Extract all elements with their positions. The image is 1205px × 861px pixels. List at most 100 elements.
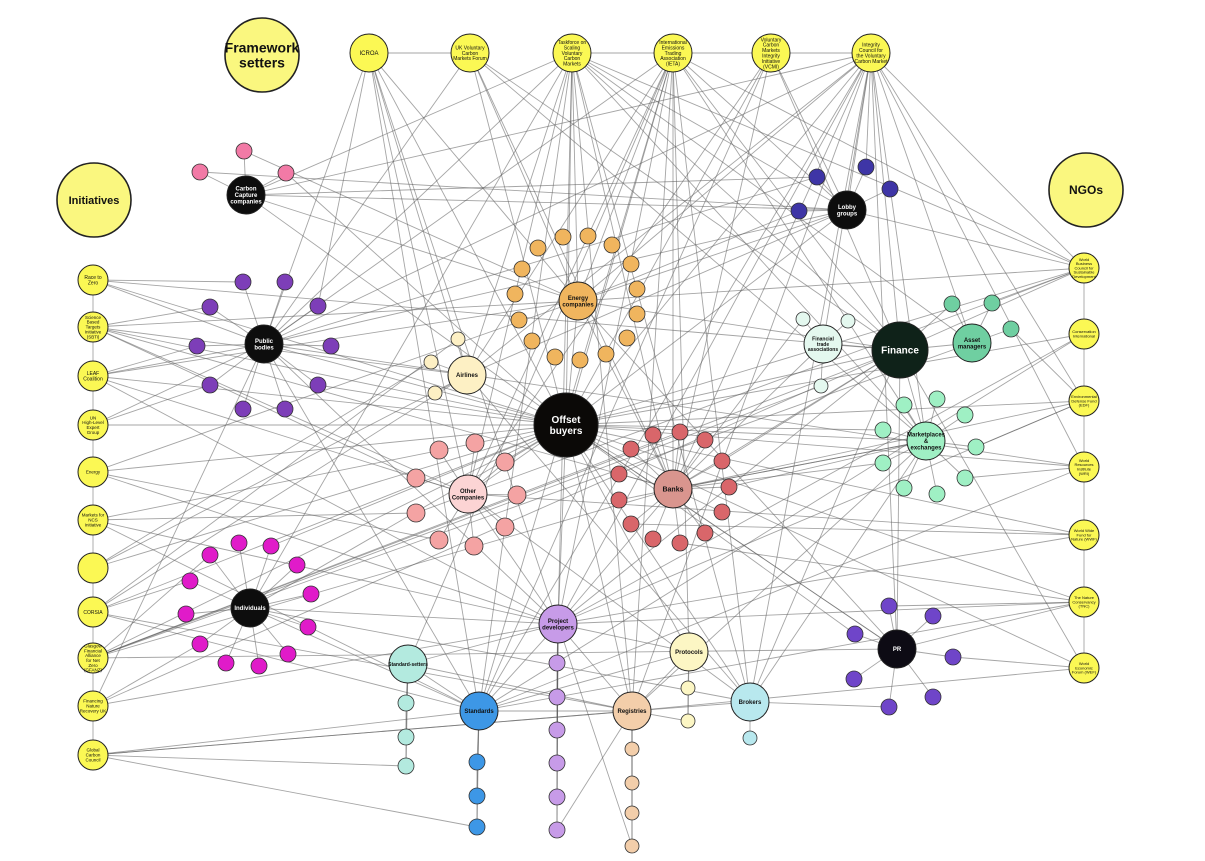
satellite-node[interactable] xyxy=(235,142,253,160)
node-icroa[interactable]: ICROA xyxy=(349,33,389,73)
satellite-node[interactable] xyxy=(579,227,597,245)
satellite-node[interactable] xyxy=(177,605,195,623)
satellite-node[interactable] xyxy=(201,298,219,316)
satellite-node[interactable] xyxy=(1002,320,1020,338)
satellite-node[interactable] xyxy=(874,421,892,439)
satellite-node[interactable] xyxy=(720,478,738,496)
satellite-node[interactable] xyxy=(895,396,913,414)
satellite-node[interactable] xyxy=(840,313,856,329)
node-icao[interactable] xyxy=(77,552,109,584)
satellite-node[interactable] xyxy=(507,485,527,505)
satellite-node[interactable] xyxy=(813,378,829,394)
satellite-node[interactable] xyxy=(510,311,528,329)
satellite-node[interactable] xyxy=(624,838,640,854)
node-finance[interactable]: Finance xyxy=(871,321,929,379)
satellite-node[interactable] xyxy=(468,753,486,771)
satellite-node[interactable] xyxy=(468,787,486,805)
node-banks[interactable]: Banks xyxy=(653,469,693,509)
satellite-node[interactable] xyxy=(624,775,640,791)
satellite-node[interactable] xyxy=(397,757,415,775)
satellite-node[interactable] xyxy=(571,351,589,369)
satellite-node[interactable] xyxy=(622,515,640,533)
node-airlines[interactable]: Airlines xyxy=(447,355,487,395)
satellite-node[interactable] xyxy=(548,721,566,739)
satellite-node[interactable] xyxy=(548,654,566,672)
satellite-node[interactable] xyxy=(680,713,696,729)
satellite-node[interactable] xyxy=(465,433,485,453)
satellite-node[interactable] xyxy=(696,431,714,449)
node-marketplaces[interactable]: Marketplaces&exchanges xyxy=(906,421,946,461)
node-corsia[interactable]: CORSIA xyxy=(77,596,109,628)
satellite-node[interactable] xyxy=(230,534,248,552)
satellite-node[interactable] xyxy=(548,821,566,839)
satellite-node[interactable] xyxy=(622,255,640,273)
satellite-node[interactable] xyxy=(554,228,572,246)
satellite-node[interactable] xyxy=(464,536,484,556)
satellite-node[interactable] xyxy=(928,390,946,408)
satellite-node[interactable] xyxy=(217,654,235,672)
satellite-node[interactable] xyxy=(506,285,524,303)
satellite-node[interactable] xyxy=(881,180,899,198)
satellite-node[interactable] xyxy=(956,469,974,487)
satellite-node[interactable] xyxy=(895,479,913,497)
satellite-node[interactable] xyxy=(622,440,640,458)
node-energy-init[interactable]: Energy xyxy=(77,456,109,488)
satellite-node[interactable] xyxy=(548,688,566,706)
satellite-node[interactable] xyxy=(309,297,327,315)
satellite-node[interactable] xyxy=(928,485,946,503)
satellite-node[interactable] xyxy=(880,698,898,716)
satellite-node[interactable] xyxy=(880,597,898,615)
node-initiatives[interactable]: Initiatives xyxy=(56,162,132,238)
satellite-node[interactable] xyxy=(795,311,811,327)
satellite-node[interactable] xyxy=(628,305,646,323)
satellite-node[interactable] xyxy=(713,452,731,470)
satellite-node[interactable] xyxy=(624,741,640,757)
satellite-node[interactable] xyxy=(967,438,985,456)
satellite-node[interactable] xyxy=(279,645,297,663)
node-protocols[interactable]: Protocols xyxy=(669,632,709,672)
satellite-node[interactable] xyxy=(250,657,268,675)
satellite-node[interactable] xyxy=(671,534,689,552)
satellite-node[interactable] xyxy=(276,400,294,418)
satellite-node[interactable] xyxy=(845,670,863,688)
satellite-node[interactable] xyxy=(495,517,515,537)
node-standards[interactable]: Standards xyxy=(459,691,499,731)
satellite-node[interactable] xyxy=(309,376,327,394)
node-pr[interactable]: PR xyxy=(877,629,917,669)
satellite-node[interactable] xyxy=(956,406,974,424)
satellite-node[interactable] xyxy=(277,164,295,182)
satellite-node[interactable] xyxy=(288,556,306,574)
node-individuals[interactable]: Individuals xyxy=(230,588,270,628)
satellite-node[interactable] xyxy=(513,260,531,278)
satellite-node[interactable] xyxy=(857,158,875,176)
satellite-node[interactable] xyxy=(548,754,566,772)
satellite-node[interactable] xyxy=(603,236,621,254)
satellite-node[interactable] xyxy=(429,440,449,460)
satellite-node[interactable] xyxy=(808,168,826,186)
satellite-node[interactable] xyxy=(234,273,252,291)
satellite-node[interactable] xyxy=(397,694,415,712)
satellite-node[interactable] xyxy=(874,454,892,472)
satellite-node[interactable] xyxy=(276,273,294,291)
satellite-node[interactable] xyxy=(262,537,280,555)
satellite-node[interactable] xyxy=(624,805,640,821)
satellite-node[interactable] xyxy=(181,572,199,590)
